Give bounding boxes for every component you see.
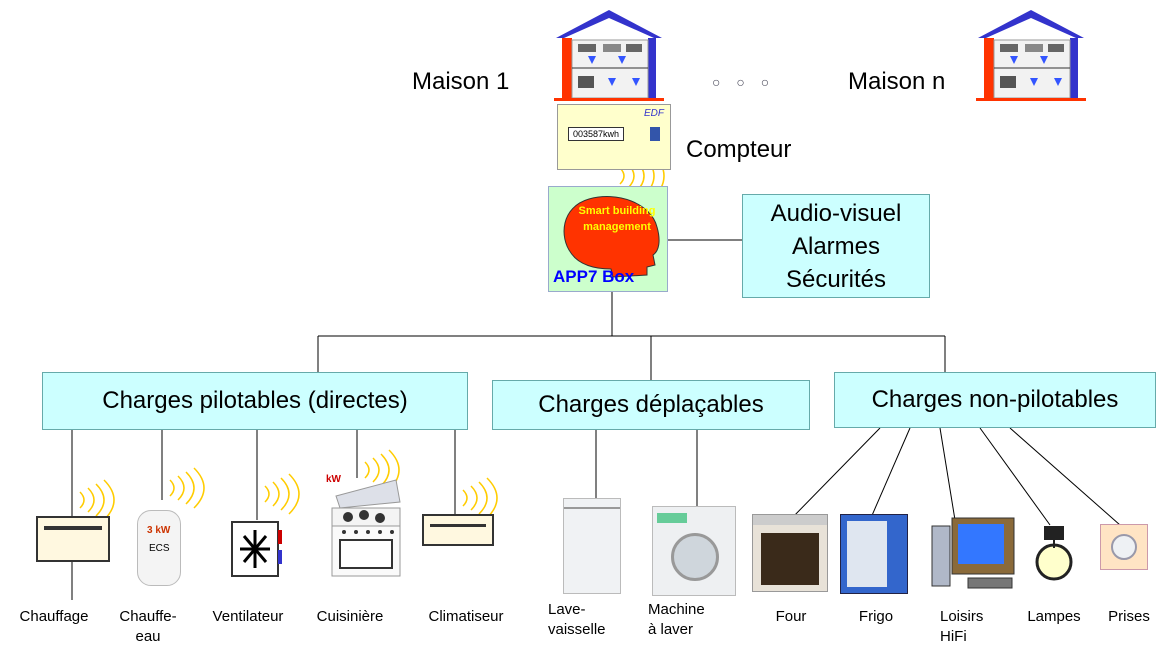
- water-heater-name: ECS: [149, 543, 170, 554]
- meter-reading: 003587kwh: [568, 127, 625, 141]
- head-text: Smart building management: [578, 205, 656, 233]
- label-cuisiniere: Cuisinière: [316, 608, 384, 625]
- oven-icon: [752, 514, 828, 592]
- label-climatiseur: Climatiseur: [428, 608, 504, 625]
- label-lampes: Lampes: [1027, 608, 1081, 625]
- houses-ellipsis: ○ ○ ○: [712, 74, 776, 90]
- services-line-2: Alarmes: [791, 232, 881, 260]
- washing-machine-icon: [652, 506, 736, 596]
- radiator-icon: [36, 516, 110, 562]
- meter-icon: EDF 003587kwh: [557, 104, 671, 170]
- label-chauffe-eau: Chauffe- eau: [119, 608, 177, 645]
- meter-label: Compteur: [686, 136, 792, 163]
- meter-brand: EDF: [644, 108, 664, 119]
- stove-power-label: kW: [326, 474, 341, 485]
- house-1-label: Maison 1: [412, 68, 510, 95]
- services-box: Audio-visuel Alarmes Sécurités: [742, 194, 930, 298]
- label-machine: Machine à laver: [648, 601, 705, 638]
- category-non-controllable: Charges non-pilotables: [834, 372, 1156, 428]
- services-line-3: Sécurités: [785, 265, 887, 293]
- fan-icon: [231, 521, 282, 577]
- head-icon: [563, 196, 660, 278]
- fridge-icon: [840, 514, 908, 594]
- label-lave-vaisselle: Lave- vaisselle: [548, 601, 606, 638]
- computer-icon: [931, 517, 1015, 589]
- app7-box: Smart building management APP7 Box: [548, 186, 668, 292]
- box-name: APP7 Box: [553, 267, 635, 286]
- socket-icon: [1100, 524, 1148, 570]
- air-conditioner-icon: [422, 514, 494, 546]
- house-1-icon: [554, 10, 664, 101]
- label-prises: Prises: [1108, 608, 1150, 625]
- stove-icon: [331, 479, 401, 577]
- category-shiftable: Charges déplaçables: [492, 380, 810, 430]
- lamp-icon: [1035, 526, 1073, 581]
- dishwasher-icon: [563, 498, 621, 594]
- label-loisirs: Loisirs HiFi: [940, 608, 984, 645]
- label-four: Four: [775, 608, 807, 625]
- house-n-icon: [976, 10, 1086, 101]
- services-line-1: Audio-visuel: [770, 199, 902, 227]
- label-ventilateur: Ventilateur: [212, 608, 284, 625]
- label-chauffage: Chauffage: [19, 608, 89, 625]
- water-heater-power: 3 kW: [147, 525, 171, 536]
- water-heater-icon: 3 kW ECS: [137, 510, 181, 586]
- category-direct: Charges pilotables (directes): [42, 372, 468, 430]
- label-frigo: Frigo: [858, 608, 894, 625]
- house-n-label: Maison n: [848, 68, 946, 95]
